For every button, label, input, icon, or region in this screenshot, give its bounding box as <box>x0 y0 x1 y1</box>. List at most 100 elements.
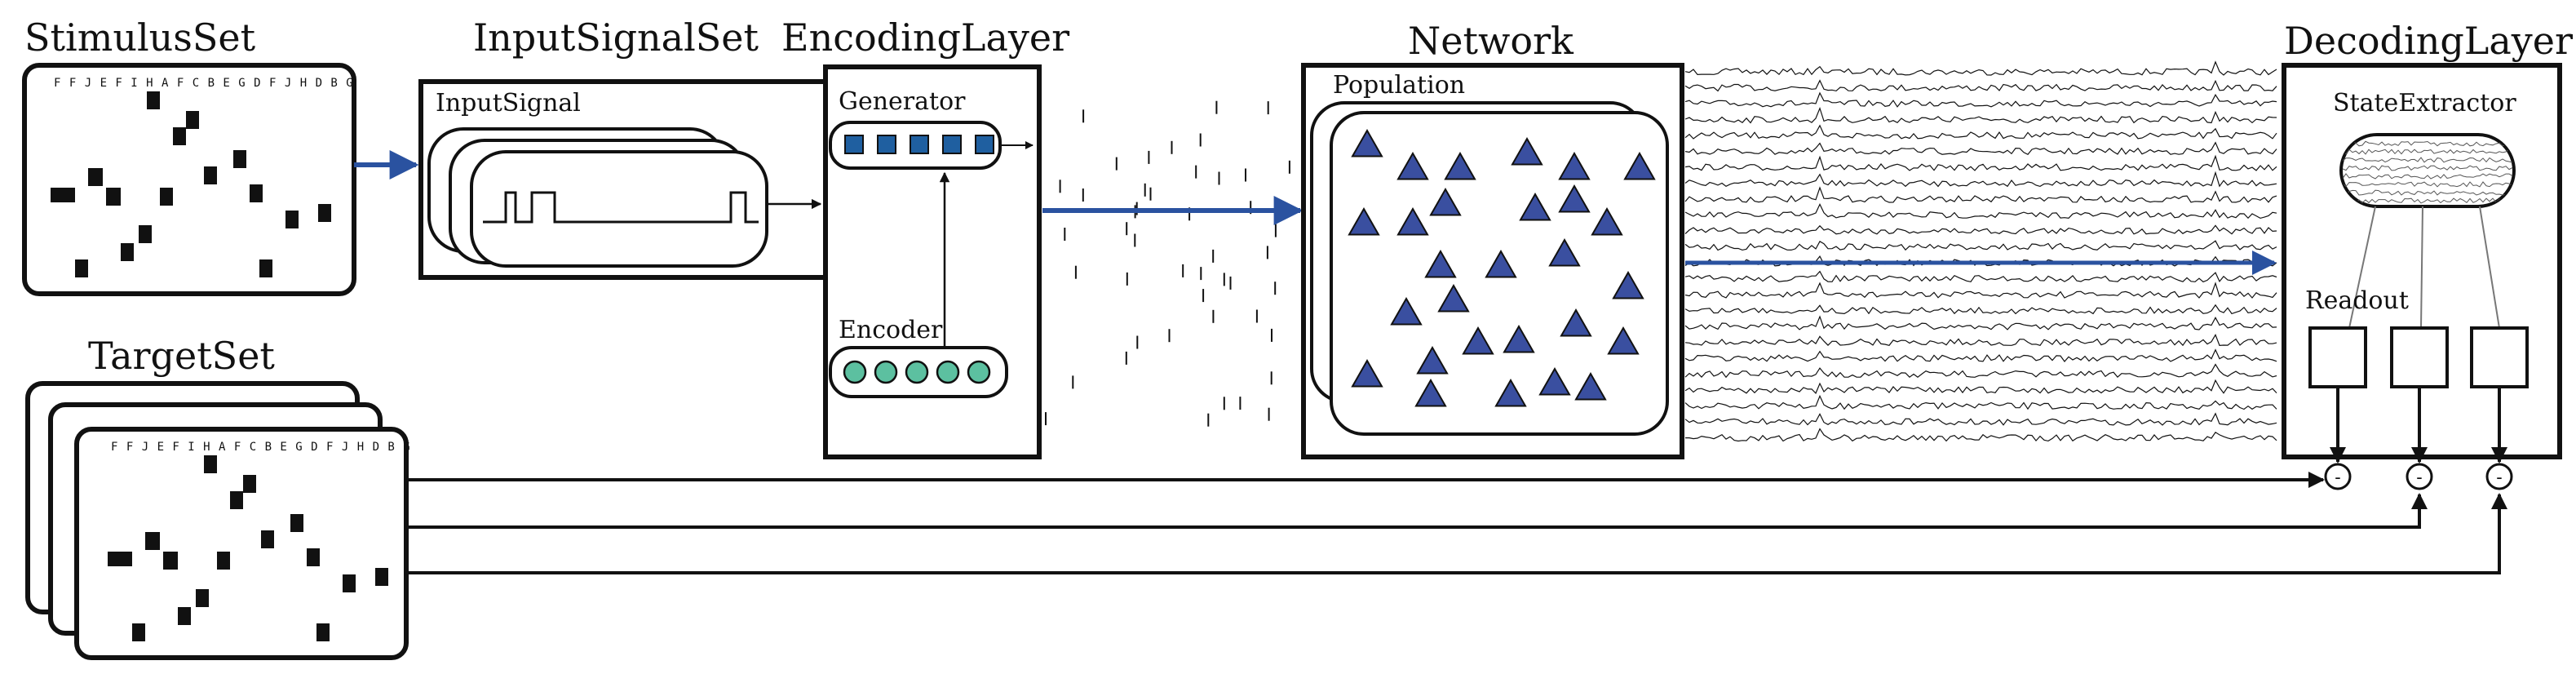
encoding-layer-box: Generator Encoder <box>823 64 1042 459</box>
state-trace <box>1685 428 2277 442</box>
target-card-front <box>74 427 409 660</box>
stimulus-set-card: F F J E F I H A F C B E G D F J H D B G <box>22 63 356 296</box>
generator-unit <box>910 135 929 154</box>
state-traces <box>1684 60 2277 442</box>
neuron-icon <box>1538 366 1571 396</box>
target-raster <box>108 455 388 641</box>
neuron-icon <box>1414 378 1447 407</box>
state-trace <box>1684 124 2277 140</box>
state-trace <box>1684 315 2277 330</box>
state-extractor-pill <box>2339 133 2516 208</box>
extractor-trace <box>2342 189 2513 196</box>
svg-text:-: - <box>2496 468 2502 488</box>
target-dash <box>243 475 256 493</box>
readout-unit-1 <box>2308 326 2367 388</box>
svg-text:-: - <box>2416 468 2422 488</box>
generator-unit <box>942 135 962 154</box>
extractor-trace <box>2342 140 2513 147</box>
stimulus-dash <box>51 188 75 202</box>
neuron-icon <box>1494 378 1527 407</box>
target-dash <box>178 607 191 625</box>
spike-raster <box>1045 100 1290 427</box>
target-dash <box>375 568 388 586</box>
stimulus-dash <box>259 259 272 277</box>
extractor-trace <box>2342 173 2513 180</box>
stimulus-dash <box>285 211 299 228</box>
extractor-link-1 <box>2348 206 2376 329</box>
state-trace <box>1684 91 2277 108</box>
extractor-link-2 <box>2420 206 2423 329</box>
neuron-icon <box>1623 151 1656 180</box>
stimulus-dash <box>139 225 152 243</box>
neuron-icon <box>1444 151 1476 180</box>
encoder-label: Encoder <box>839 316 943 344</box>
state-trace <box>1684 154 2277 171</box>
state-trace <box>1684 348 2277 362</box>
neuron-icon <box>1396 151 1429 180</box>
target-dash <box>163 552 178 570</box>
stimulus-dash <box>186 111 199 129</box>
stimulus-dash <box>233 150 246 168</box>
input-signal-set-title: InputSignalSet <box>473 16 759 60</box>
target-dash <box>132 623 145 641</box>
neuron-icon <box>1548 237 1581 267</box>
neuron-icon <box>1351 358 1383 388</box>
state-trace <box>1684 379 2277 394</box>
state-trace <box>1684 304 2277 315</box>
state-extractor-label: StateExtractor <box>2333 89 2516 118</box>
target-dash <box>217 552 230 570</box>
state-trace <box>1684 394 2277 410</box>
neuron-icon <box>1558 184 1591 213</box>
extractor-trace <box>2342 181 2513 188</box>
neuron-icon <box>1390 296 1423 326</box>
target-dash <box>261 530 274 548</box>
input-signal-waveform <box>483 191 759 224</box>
neuron-icon <box>1416 345 1449 375</box>
stimulus-dash <box>250 184 263 202</box>
comparator-1: - <box>2324 463 2352 490</box>
neuron-icon <box>1511 136 1543 166</box>
neuron-icon <box>1437 283 1470 313</box>
neuron-icon <box>1519 192 1551 221</box>
target-dash <box>196 589 209 607</box>
encoder-unit <box>936 360 960 384</box>
encoder-unit <box>874 360 898 384</box>
population-label: Population <box>1333 71 1465 100</box>
target-symbol-sequence: F F J E F I H A F C B E G D F J H D B G <box>111 441 411 454</box>
stimulus-dash <box>147 91 160 109</box>
encoder-unit <box>967 360 991 384</box>
neuron-icon <box>1424 249 1457 278</box>
neuron-icon <box>1591 206 1623 236</box>
stimulus-dash <box>160 188 173 206</box>
encoder-unit <box>843 360 867 384</box>
decoding-layer-title: DecodingLayer <box>2284 19 2573 63</box>
stimulus-dash <box>106 188 121 206</box>
comparator-2: - <box>2406 463 2433 490</box>
input-signal-label: InputSignal <box>436 89 581 118</box>
stimulus-dash <box>204 166 217 184</box>
comparator-3: - <box>2485 463 2513 490</box>
neuron-icon <box>1558 151 1591 180</box>
neuron-icon <box>1462 326 1494 355</box>
neuron-icon <box>1574 371 1607 401</box>
neuron-icon <box>1485 249 1517 278</box>
stimulus-set-title: StimulusSet <box>24 16 256 60</box>
state-trace <box>1684 363 2277 379</box>
stimulus-dash <box>121 243 134 261</box>
neuron-population <box>1348 128 1656 407</box>
extractor-trace <box>2342 149 2513 155</box>
neuron-icon <box>1560 308 1592 337</box>
extractor-trace <box>2342 197 2513 204</box>
target-dash <box>230 491 243 509</box>
state-trace <box>1684 412 2277 426</box>
state-trace <box>1684 270 2277 283</box>
neuron-icon <box>1429 187 1462 216</box>
target-line-2 <box>406 493 2428 529</box>
extractor-link-3 <box>2479 206 2500 329</box>
state-trace <box>1684 334 2277 347</box>
encoding-layer-title: EncodingLayer <box>781 16 1069 60</box>
state-trace <box>1684 171 2277 188</box>
target-dash <box>108 552 132 566</box>
state-trace <box>1684 203 2277 219</box>
